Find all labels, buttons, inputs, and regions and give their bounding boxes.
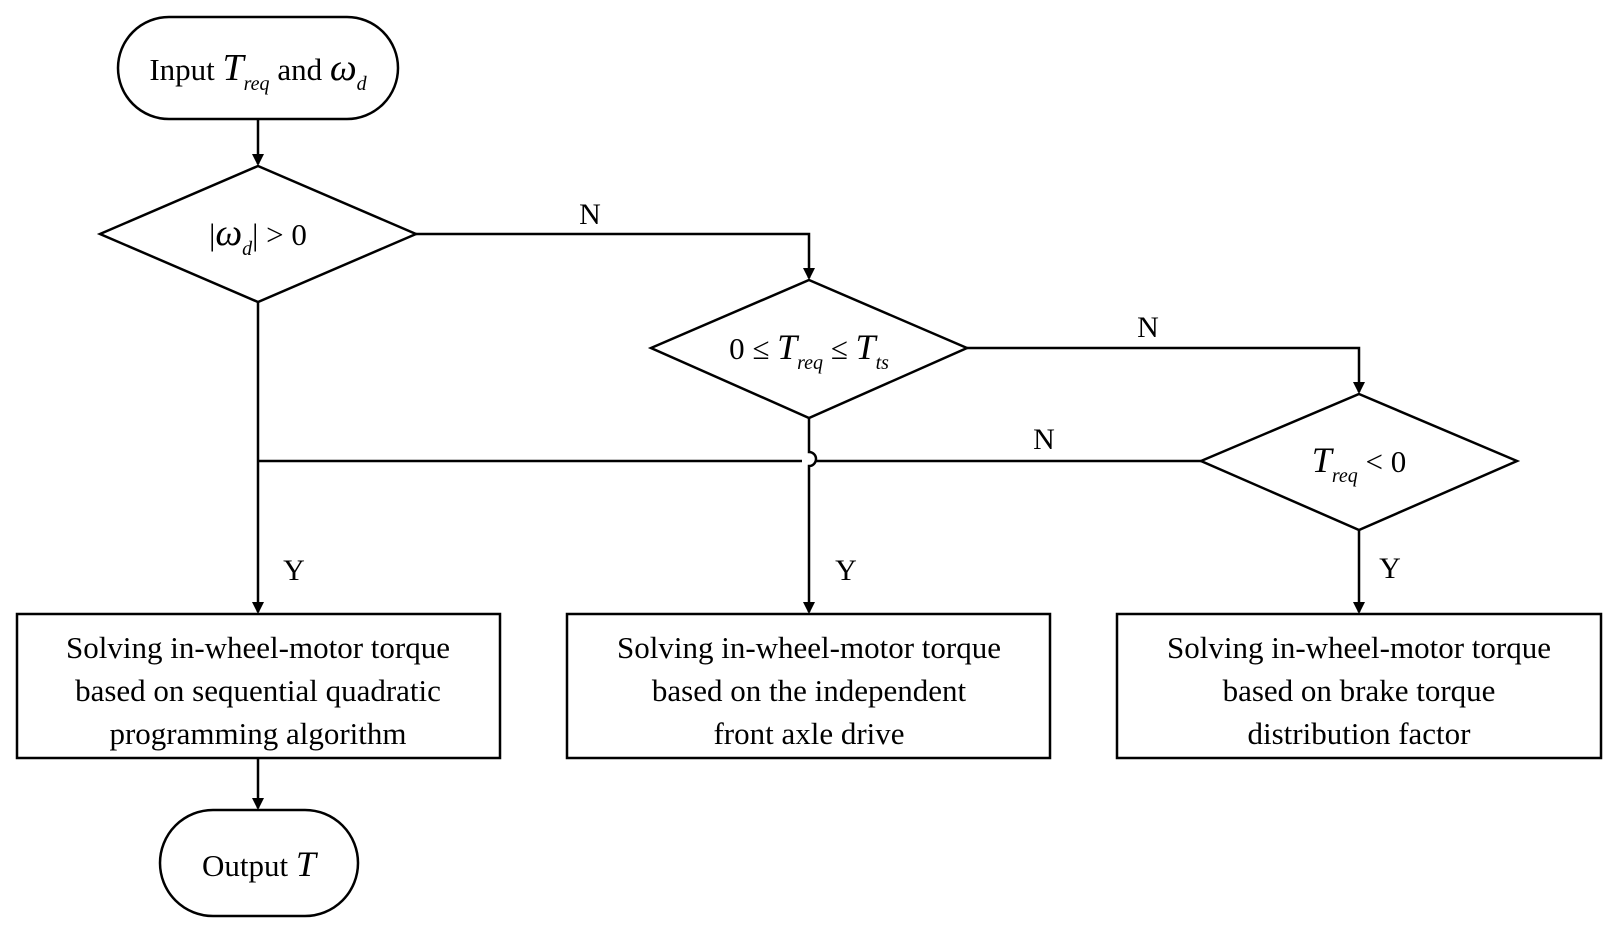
arrow-decision2-no — [967, 346, 1365, 394]
label-n1: N — [579, 198, 601, 231]
label-n2: N — [1137, 311, 1159, 344]
label-y3: Y — [1379, 552, 1401, 585]
end-label: Output T — [202, 844, 319, 884]
arrow-decision1-no — [416, 232, 815, 280]
process3-line2: based on brake torque — [1223, 673, 1496, 708]
decision1-label: |ωd| > 0 — [209, 212, 307, 260]
process2-line3: front axle drive — [713, 716, 904, 751]
end-terminal — [158, 808, 360, 918]
process2-line1: Solving in-wheel-motor torque — [617, 630, 1001, 665]
label-n3: N — [1033, 423, 1055, 456]
start-label: Input Treq and ωd — [149, 47, 367, 95]
process2-line2: based on the independent — [652, 673, 967, 708]
process1-line3: programming algorithm — [109, 716, 406, 751]
process1-box — [15, 612, 502, 760]
label-y2: Y — [835, 554, 857, 587]
arrow-decision2-yes — [803, 418, 818, 614]
process3-line3: distribution factor — [1248, 716, 1472, 751]
process1-line1: Solving in-wheel-motor torque — [66, 630, 450, 665]
process3-box — [1115, 612, 1603, 760]
process2-box — [565, 612, 1052, 760]
process1-line2: based on sequential quadratic — [75, 673, 441, 708]
process3-line1: Solving in-wheel-motor torque — [1167, 630, 1551, 665]
decision2-label: 0 ≤ Treq ≤ Tts — [729, 327, 889, 374]
decision3-label: Treq < 0 — [1312, 440, 1406, 487]
decision2-diamond — [647, 278, 971, 420]
label-y1: Y — [283, 554, 305, 587]
